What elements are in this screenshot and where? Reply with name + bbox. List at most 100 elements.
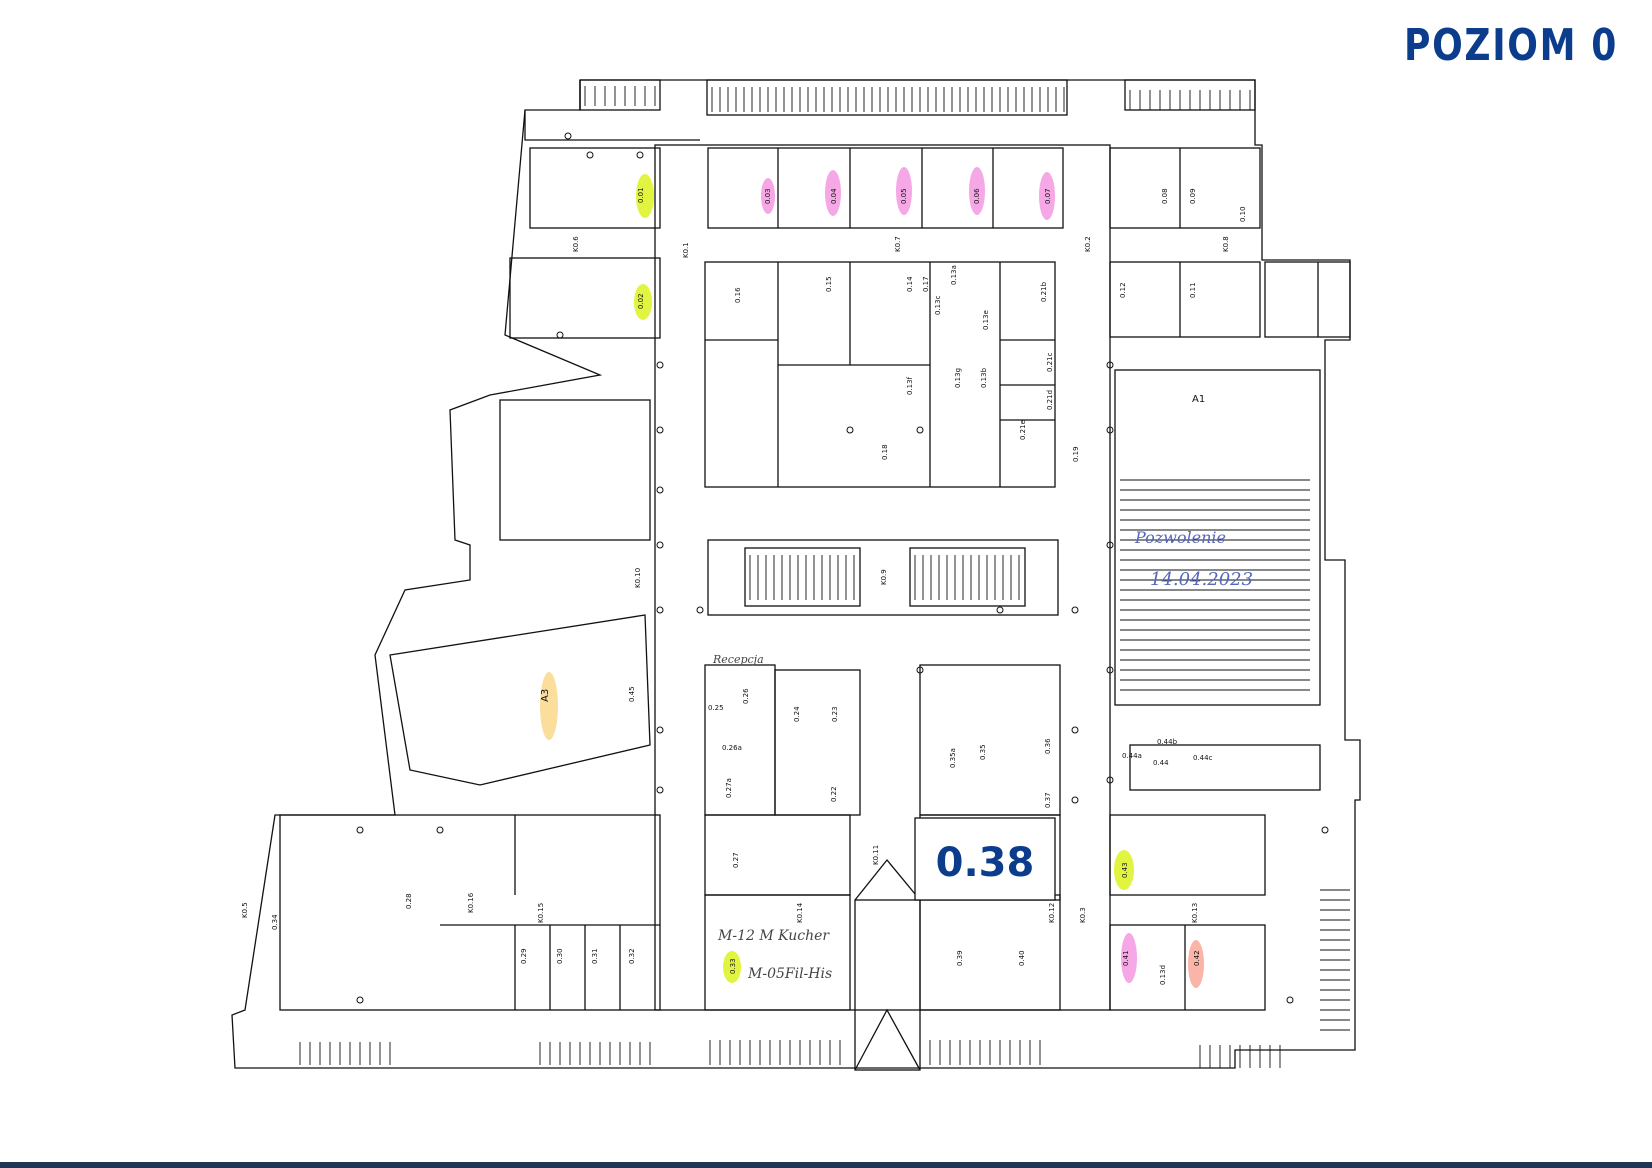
room-042: 0.42 [1193,950,1201,966]
room-026: 0.26 [742,688,750,704]
room-002: 0.02 [637,293,645,309]
note-room-1: M-12 M Kucher [717,928,830,944]
room-043: 0.43 [1121,862,1129,878]
corridor-k08: K0.8 [1222,236,1230,252]
corridor-k09: K0.9 [880,569,888,585]
room-038-label: 0.38 [936,840,1035,886]
page-bottom-border [0,1162,1652,1168]
room-023: 0.23 [831,706,839,722]
highlight-pink-1 [761,178,775,214]
corridor-k015: K0.15 [537,903,545,923]
room-021b: 0.21b [1040,281,1048,302]
room-001: 0.01 [637,187,645,203]
room-031: 0.31 [591,948,599,964]
room-026a: 0.26a [722,744,742,752]
room-008: 0.08 [1161,188,1169,204]
room-035: 0.35 [979,744,987,760]
walls [231,79,1361,1071]
room-025: 0.25 [708,704,724,712]
columns [356,132,1329,1004]
room-010: 0.10 [1239,206,1247,222]
room-021d: 0.21d [1046,390,1054,410]
room-036: 0.36 [1044,738,1052,754]
highlight-yellow-3 [1114,850,1134,890]
room-016: 0.16 [734,287,742,303]
room-024: 0.24 [793,706,801,722]
highlight-yellow-4 [723,951,741,983]
room-038-box [914,817,1056,901]
corridor-k011: K0.11 [872,845,880,865]
room-044b: 0.44b [1157,738,1178,746]
stair-hatching [299,86,1350,1068]
corridor-k012: K0.12 [1048,903,1056,923]
room-015: 0.15 [825,276,833,292]
room-021e: 0.21e [1019,420,1027,440]
room-044a: 0.44a [1122,752,1142,760]
corridor-k014: K0.14 [796,902,804,923]
note-auditorium-1: Pozwolenie [1134,528,1226,547]
room-021c: 0.21c [1046,352,1054,372]
highlight-pink-5 [1039,172,1055,220]
room-006: 0.06 [973,188,981,204]
note-room-2: M-05Fil-His [747,966,832,982]
room-035a: 0.35a [949,748,957,768]
note-auditorium-2: 14.04.2023 [1150,569,1253,590]
room-004: 0.04 [830,188,838,204]
handwritten-notes: Recepcja Pozwolenie 14.04.2023 M-12 M Ku… [712,528,1253,982]
room-033: 0.33 [729,958,737,974]
room-017: 0.17 [922,276,930,292]
room-005: 0.05 [900,188,908,204]
highlight-salmon [1188,940,1204,988]
highlight-yellow-1 [636,174,654,218]
room-039: 0.39 [956,950,964,966]
room-029: 0.29 [520,948,528,964]
corridor-k05: K0.5 [241,902,249,918]
room-009: 0.09 [1189,188,1197,204]
room-a3: A3 [540,689,551,702]
room-018: 0.18 [881,444,889,460]
room-041: 0.41 [1122,950,1130,966]
corridor-k02: K0.2 [1084,236,1092,252]
corridor-k016: K0.16 [467,892,475,913]
room-a1: A1 [1192,394,1205,405]
room-027a: 0.27a [725,778,733,798]
room-013d: 0.13d [1159,965,1167,985]
highlight-pink-3 [896,167,912,215]
room-040: 0.40 [1018,950,1026,966]
highlight-yellow-2 [634,284,652,320]
room-038-highlight[interactable]: 0.38 [914,817,1056,901]
room-014: 0.14 [906,276,914,292]
room-028: 0.28 [405,893,413,909]
room-013e: 0.13e [982,310,990,330]
room-022: 0.22 [830,786,838,802]
corridor-k06: K0.6 [572,236,580,252]
room-highlights [540,167,1204,988]
corridor-k010: K0.10 [634,568,642,588]
room-037: 0.37 [1044,792,1052,808]
room-007: 0.07 [1044,188,1052,204]
room-labels: A1 A3 0.01 0.02 0.03 0.04 0.05 0.06 0.07… [271,187,1247,985]
room-032: 0.32 [628,948,636,964]
room-012: 0.12 [1119,282,1127,298]
room-044: 0.44 [1153,759,1169,767]
corridor-k03: K0.3 [1079,907,1087,923]
room-013f: 0.13f [906,376,914,395]
corridor-k013: K0.13 [1191,903,1199,923]
corridor-k07: K0.7 [894,236,902,252]
room-013b: 0.13b [980,367,988,388]
room-013g: 0.13g [954,368,962,388]
room-003: 0.03 [764,188,772,204]
corridor-k01: K0.1 [682,242,690,258]
room-034: 0.34 [271,914,279,930]
note-reception: Recepcja [712,653,764,666]
room-011: 0.11 [1189,282,1197,298]
room-019: 0.19 [1072,446,1080,462]
highlight-orange-a3 [540,672,558,740]
highlight-pink-4 [969,167,985,215]
room-044c: 0.44c [1193,754,1213,762]
highlight-pink-6 [1121,933,1137,983]
room-013a: 0.13a [950,265,958,285]
highlight-pink-2 [825,170,841,216]
corridor-labels: K0.6 K0.1 K0.7 K0.2 K0.8 K0.10 K0.9 K0.1… [241,236,1230,923]
